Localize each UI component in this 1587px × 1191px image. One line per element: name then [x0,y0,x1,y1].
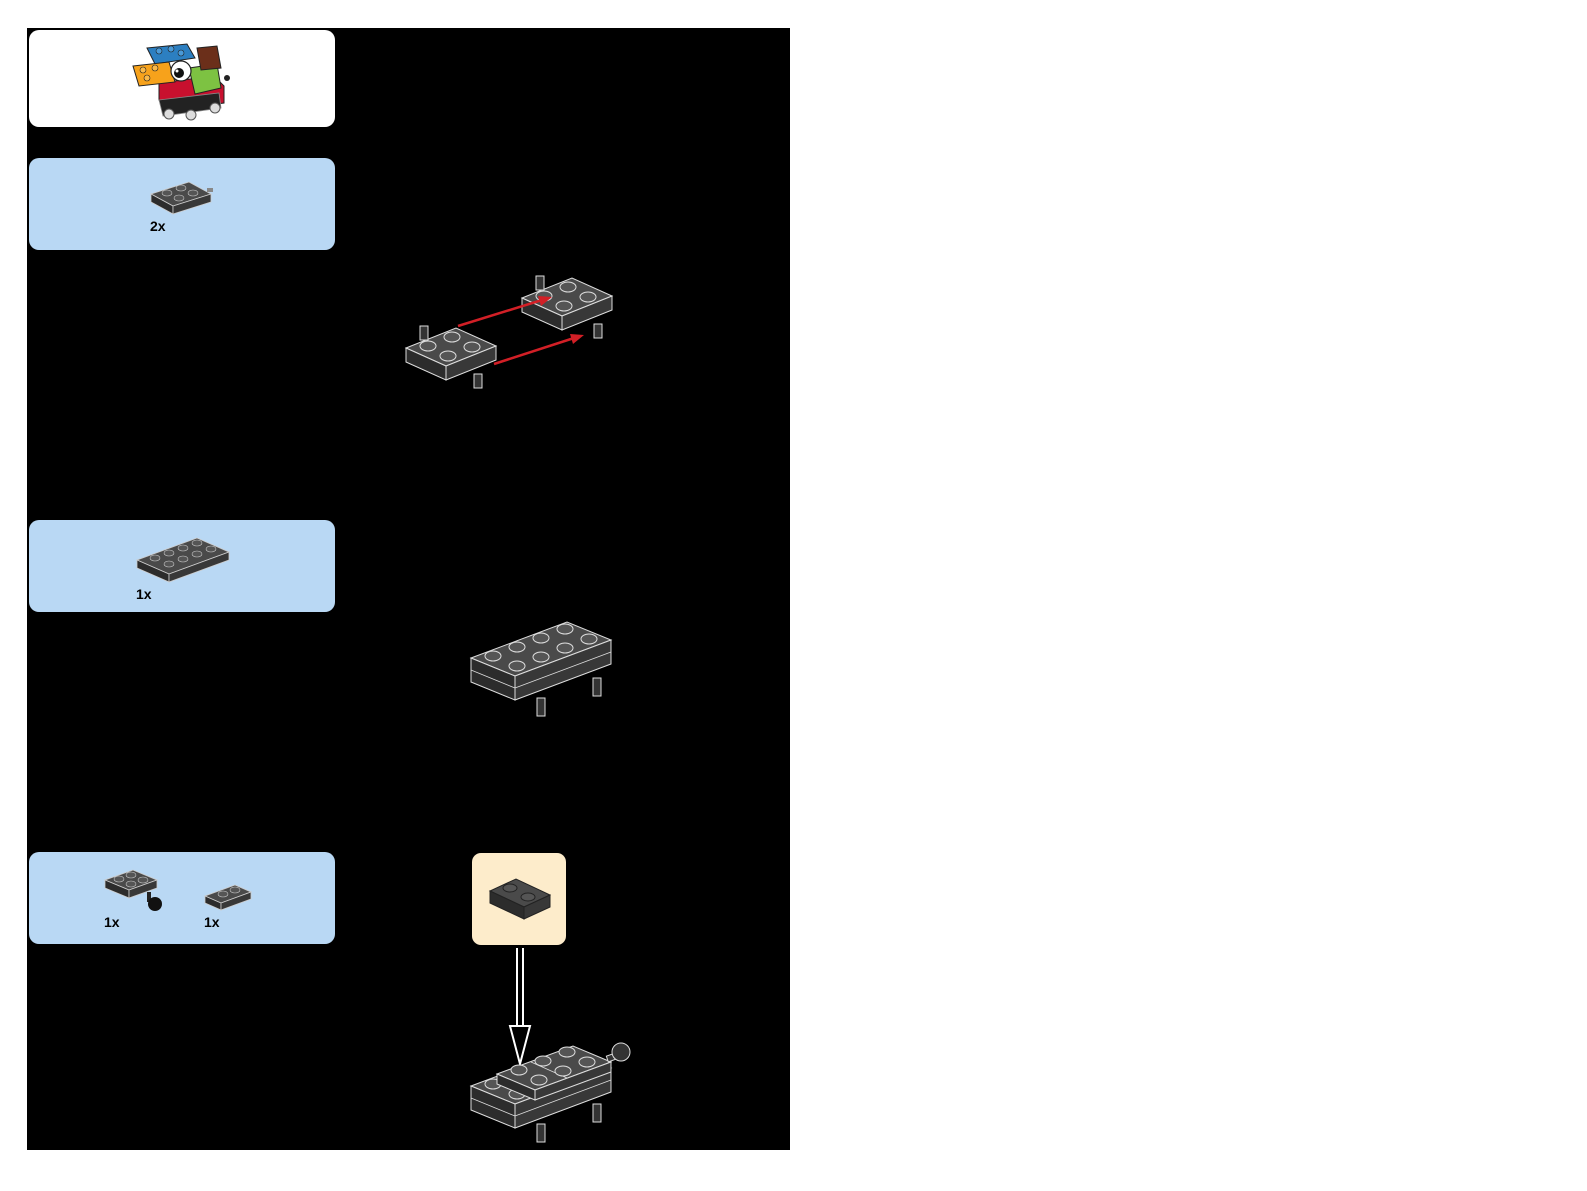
part-quantity: 1x [204,914,220,930]
model-preview-panel [29,30,335,127]
step-2-parts-panel: 1x [29,520,335,612]
instruction-page: 2x [27,28,790,1150]
wheel-holder-plate-right [522,276,612,338]
part-quantity: 1x [136,586,152,602]
wheel-holder-plate-left [406,326,496,388]
step-2-assembly [467,618,617,723]
step-3-assembly [467,946,637,1151]
part-quantity: 1x [104,914,120,930]
plate-1x2-icon [486,873,554,925]
step-1-assembly [402,268,622,393]
placement-arrow [510,948,530,1064]
plate-2x4-icon [133,532,233,584]
model-preview-icon [129,38,239,123]
step-3-parts-panel: 1x 1x [29,852,335,944]
wheel-holder-plate-2x2-icon [147,176,217,221]
part-quantity: 2x [150,218,166,234]
step-1-parts-panel: 2x [29,158,335,250]
sub-part-callout [472,853,566,945]
plate-1x2-icon [203,882,255,914]
plate-2x2-ball-joint-icon [101,866,173,916]
